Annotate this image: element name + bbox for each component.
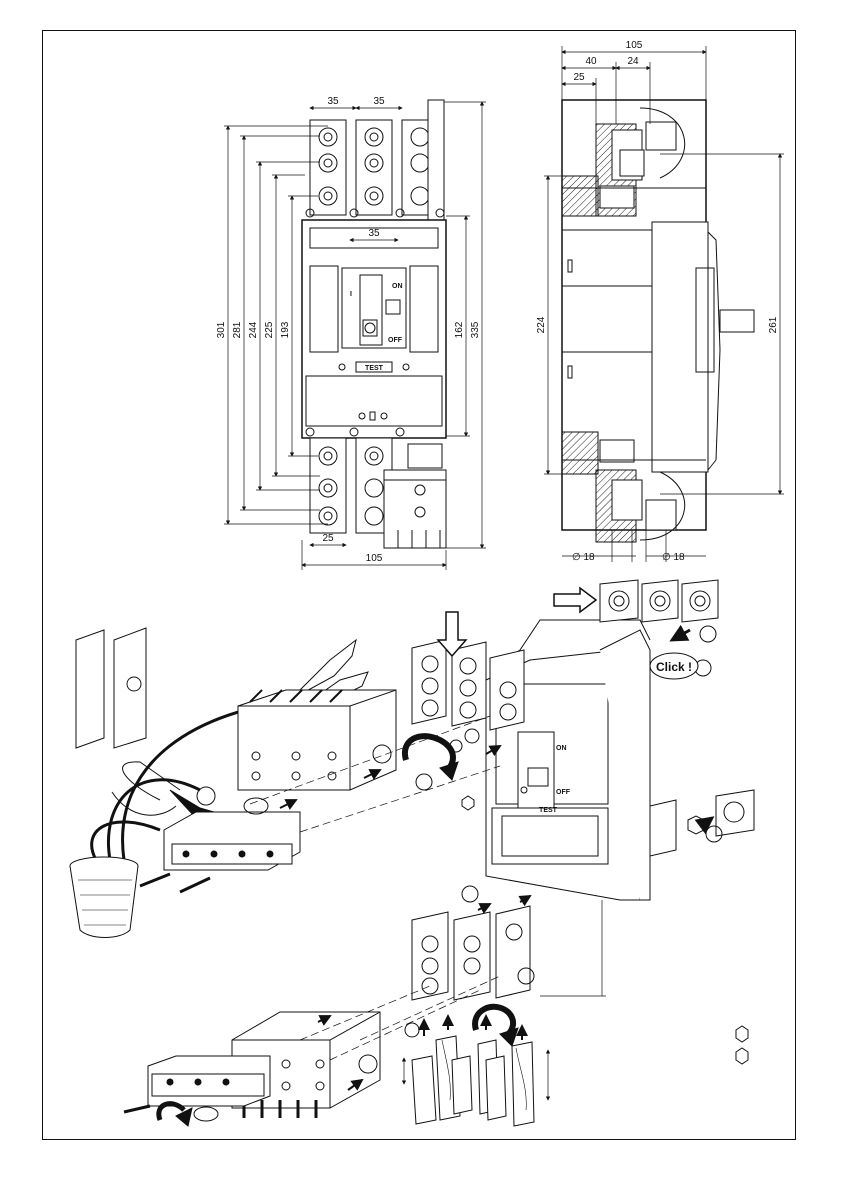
terminal-shield-lower bbox=[148, 1056, 270, 1106]
side-view bbox=[544, 46, 784, 562]
hex-key-icon-2 bbox=[736, 1048, 748, 1064]
assembly-handle-off: OFF bbox=[556, 789, 571, 796]
bottom-terminal-blocks bbox=[412, 886, 534, 1000]
terminal-cover-upper bbox=[238, 690, 396, 790]
dim-side-dia-right: ∅ 18 bbox=[662, 552, 685, 563]
front-handle-off: OFF bbox=[388, 337, 403, 344]
dim-front-right-1: 162 bbox=[454, 321, 465, 338]
dim-front-left-3: 244 bbox=[248, 321, 259, 338]
waste-basket-icon bbox=[70, 857, 138, 938]
dim-front-bottom-small: 25 bbox=[322, 533, 334, 544]
dim-front-left-2: 281 bbox=[232, 321, 243, 338]
top-terminal-blocks bbox=[412, 640, 524, 730]
click-label: Click ! bbox=[656, 660, 692, 674]
dim-side-upper-2: 24 bbox=[627, 56, 639, 67]
dim-side-upper-1: 40 bbox=[585, 56, 597, 67]
assembly-test-label: TEST bbox=[539, 807, 558, 814]
dim-front-top-1: 35 bbox=[327, 96, 339, 107]
dim-side-dia-left: ∅ 18 bbox=[572, 552, 595, 563]
dim-side-top: 105 bbox=[626, 40, 643, 51]
dim-side-25: 25 bbox=[573, 72, 585, 83]
top-terminals bbox=[306, 100, 444, 220]
dim-front-bottom: 105 bbox=[366, 553, 383, 564]
dim-front-right-2: 335 bbox=[470, 321, 481, 338]
assembly-handle-on: ON bbox=[556, 745, 567, 752]
cables bbox=[412, 1036, 534, 1126]
hex-key-icon-1 bbox=[736, 1026, 748, 1042]
dim-front-top-2: 35 bbox=[373, 96, 385, 107]
dim-front-inner: 35 bbox=[368, 228, 380, 239]
cover-card-1 bbox=[76, 630, 104, 748]
dim-side-right: 261 bbox=[768, 316, 779, 333]
nut-and-module bbox=[650, 790, 754, 856]
dim-front-left-4: 225 bbox=[264, 321, 275, 338]
dim-side-left: 224 bbox=[536, 316, 547, 333]
dim-front-left-5: 193 bbox=[280, 321, 291, 338]
cover-card-2 bbox=[114, 628, 146, 748]
dim-front-left-1: 301 bbox=[216, 321, 227, 338]
assembly-illustration: ON OFF TEST bbox=[70, 580, 754, 1126]
front-handle-i: I bbox=[350, 291, 352, 298]
front-handle-on: ON bbox=[392, 283, 403, 290]
auxiliary-modules bbox=[600, 580, 718, 622]
front-test-label: TEST bbox=[365, 365, 384, 372]
